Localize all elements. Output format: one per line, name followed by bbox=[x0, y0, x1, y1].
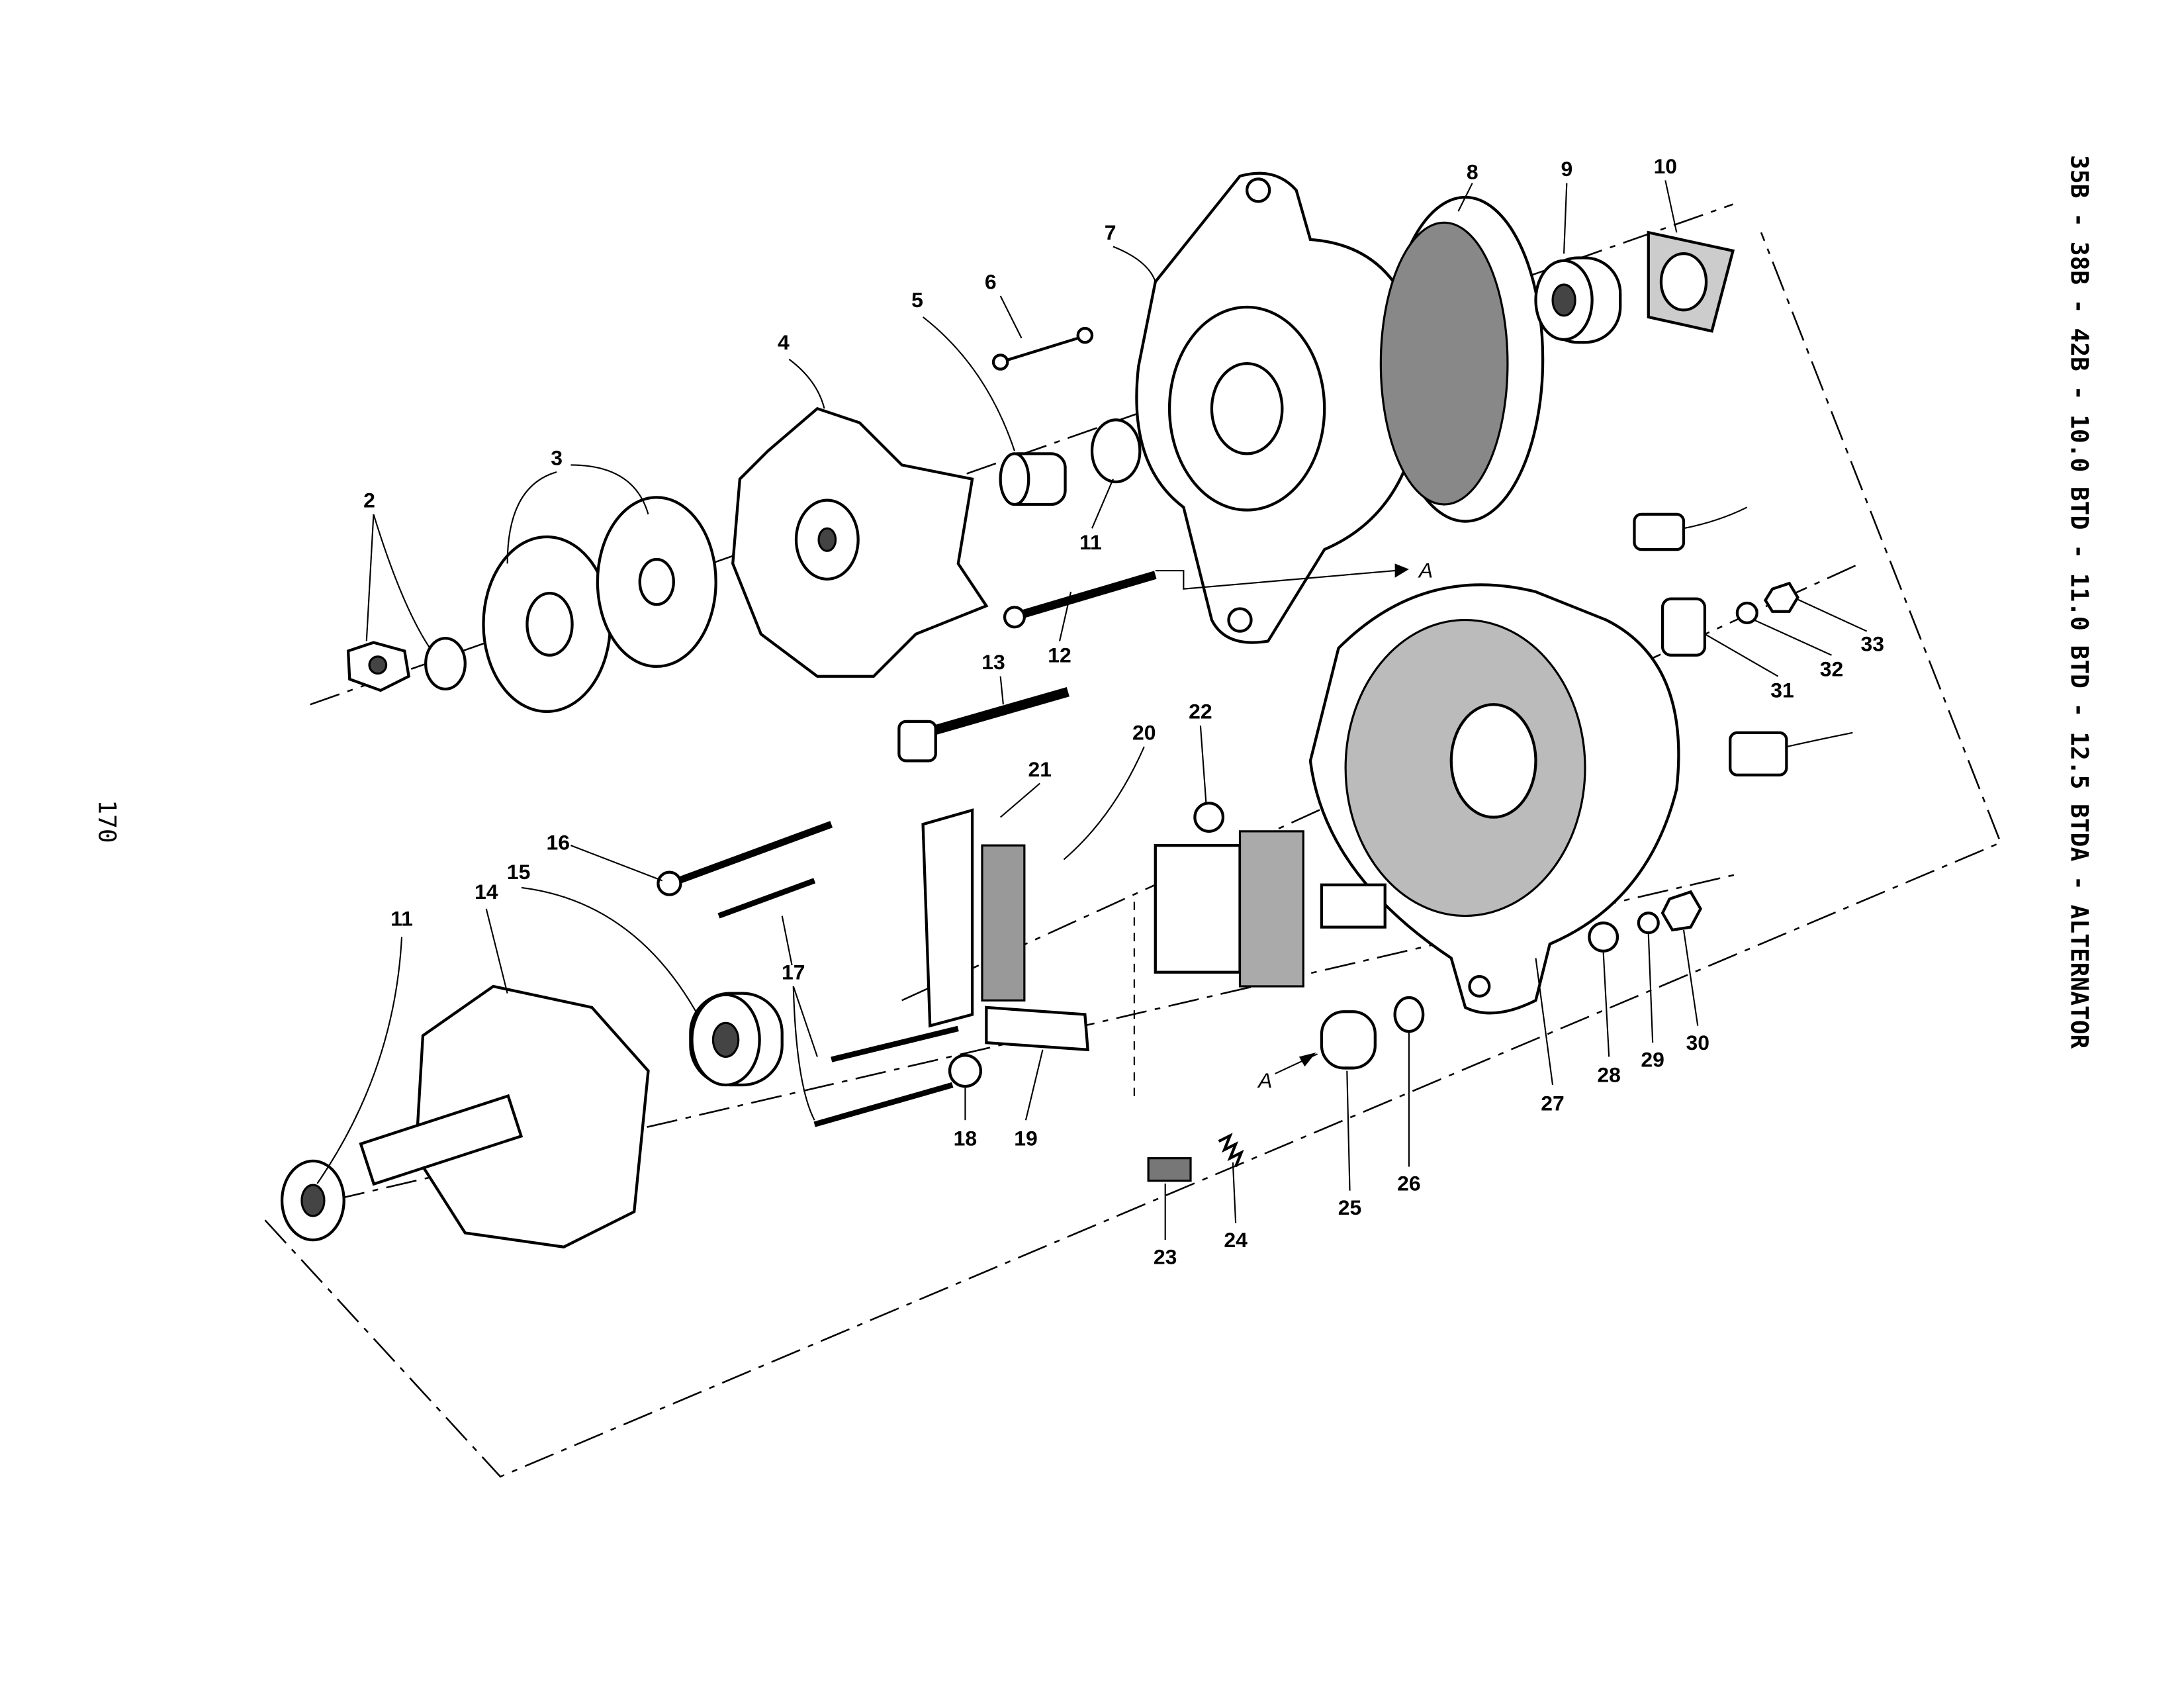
drive-end-housing bbox=[1135, 171, 1425, 644]
callout-13: 13 bbox=[981, 650, 1005, 674]
callout-17: 17 bbox=[782, 960, 805, 984]
brush-holder bbox=[1154, 802, 1304, 988]
callout-29: 29 bbox=[1641, 1047, 1664, 1071]
bearing-25 bbox=[1320, 1010, 1377, 1070]
callout-21: 21 bbox=[1028, 757, 1052, 781]
callout-9: 9 bbox=[1561, 157, 1572, 181]
callout-33: 33 bbox=[1860, 632, 1884, 655]
callout-7: 7 bbox=[1105, 220, 1116, 244]
screw-6 bbox=[991, 326, 1094, 371]
callout-11-rotor: 11 bbox=[390, 906, 413, 930]
callout-4: 4 bbox=[778, 330, 790, 354]
svg-text:A: A bbox=[1418, 559, 1433, 583]
insulator bbox=[948, 1054, 982, 1088]
leader-lines bbox=[316, 180, 1868, 1241]
bearing-15 bbox=[689, 992, 784, 1087]
spacer bbox=[999, 452, 1067, 506]
through-bolt bbox=[1003, 571, 1157, 629]
retainer-plate bbox=[1647, 230, 1735, 333]
long-bolt bbox=[897, 686, 1069, 763]
washer-29 bbox=[1637, 912, 1660, 935]
callout-31: 31 bbox=[1770, 679, 1794, 702]
callout-16: 16 bbox=[547, 831, 570, 855]
page-title: 35B - 38B - 42B - 10.0 BTD - 11.0 BTD - … bbox=[2065, 155, 2093, 1049]
callout-11-seal: 11 bbox=[1079, 530, 1102, 554]
callout-25: 25 bbox=[1338, 1196, 1361, 1219]
brush-spring bbox=[1218, 1133, 1244, 1168]
callout-5: 5 bbox=[911, 288, 923, 312]
brush bbox=[1147, 1157, 1192, 1182]
callout-15: 15 bbox=[507, 860, 531, 884]
terminal-block bbox=[1320, 883, 1387, 929]
washer-28 bbox=[1588, 921, 1619, 953]
callout-12: 12 bbox=[1048, 643, 1071, 667]
marker-a-upper: A bbox=[1155, 559, 1433, 590]
callout-26: 26 bbox=[1397, 1172, 1421, 1196]
fan bbox=[731, 406, 989, 678]
terminal-connectors bbox=[1633, 506, 1853, 776]
marker-a-lower: A bbox=[1257, 1053, 1318, 1092]
callout-20: 20 bbox=[1132, 720, 1156, 744]
callout-2: 2 bbox=[363, 488, 375, 512]
callout-23: 23 bbox=[1154, 1244, 1177, 1268]
washer-26 bbox=[1393, 996, 1425, 1033]
screws bbox=[657, 821, 959, 1127]
callout-22: 22 bbox=[1189, 700, 1212, 724]
callout-6: 6 bbox=[985, 269, 997, 293]
callout-10: 10 bbox=[1654, 154, 1678, 178]
callout-27: 27 bbox=[1541, 1091, 1564, 1115]
callout-32: 32 bbox=[1820, 657, 1843, 681]
callout-19: 19 bbox=[1014, 1127, 1038, 1150]
nut-and-washer bbox=[346, 637, 467, 692]
callout-3: 3 bbox=[551, 445, 563, 469]
rotor bbox=[280, 984, 650, 1248]
callout-28: 28 bbox=[1597, 1063, 1621, 1087]
slip-ring-end-housing bbox=[1308, 583, 1680, 1015]
bearing-9 bbox=[1534, 256, 1622, 344]
assembly-boundary-line bbox=[264, 232, 2002, 1478]
callout-8: 8 bbox=[1467, 160, 1479, 183]
stator bbox=[1379, 195, 1545, 523]
seal bbox=[1090, 418, 1142, 484]
page-number: 170 bbox=[93, 800, 121, 843]
svg-text:A: A bbox=[1257, 1068, 1272, 1092]
pulley bbox=[482, 496, 717, 714]
nut-30 bbox=[1661, 890, 1702, 932]
callout-14: 14 bbox=[475, 880, 498, 904]
callout-18: 18 bbox=[954, 1127, 978, 1150]
callout-30: 30 bbox=[1686, 1031, 1709, 1055]
callout-24: 24 bbox=[1224, 1228, 1248, 1252]
rectifier bbox=[921, 808, 1089, 1052]
